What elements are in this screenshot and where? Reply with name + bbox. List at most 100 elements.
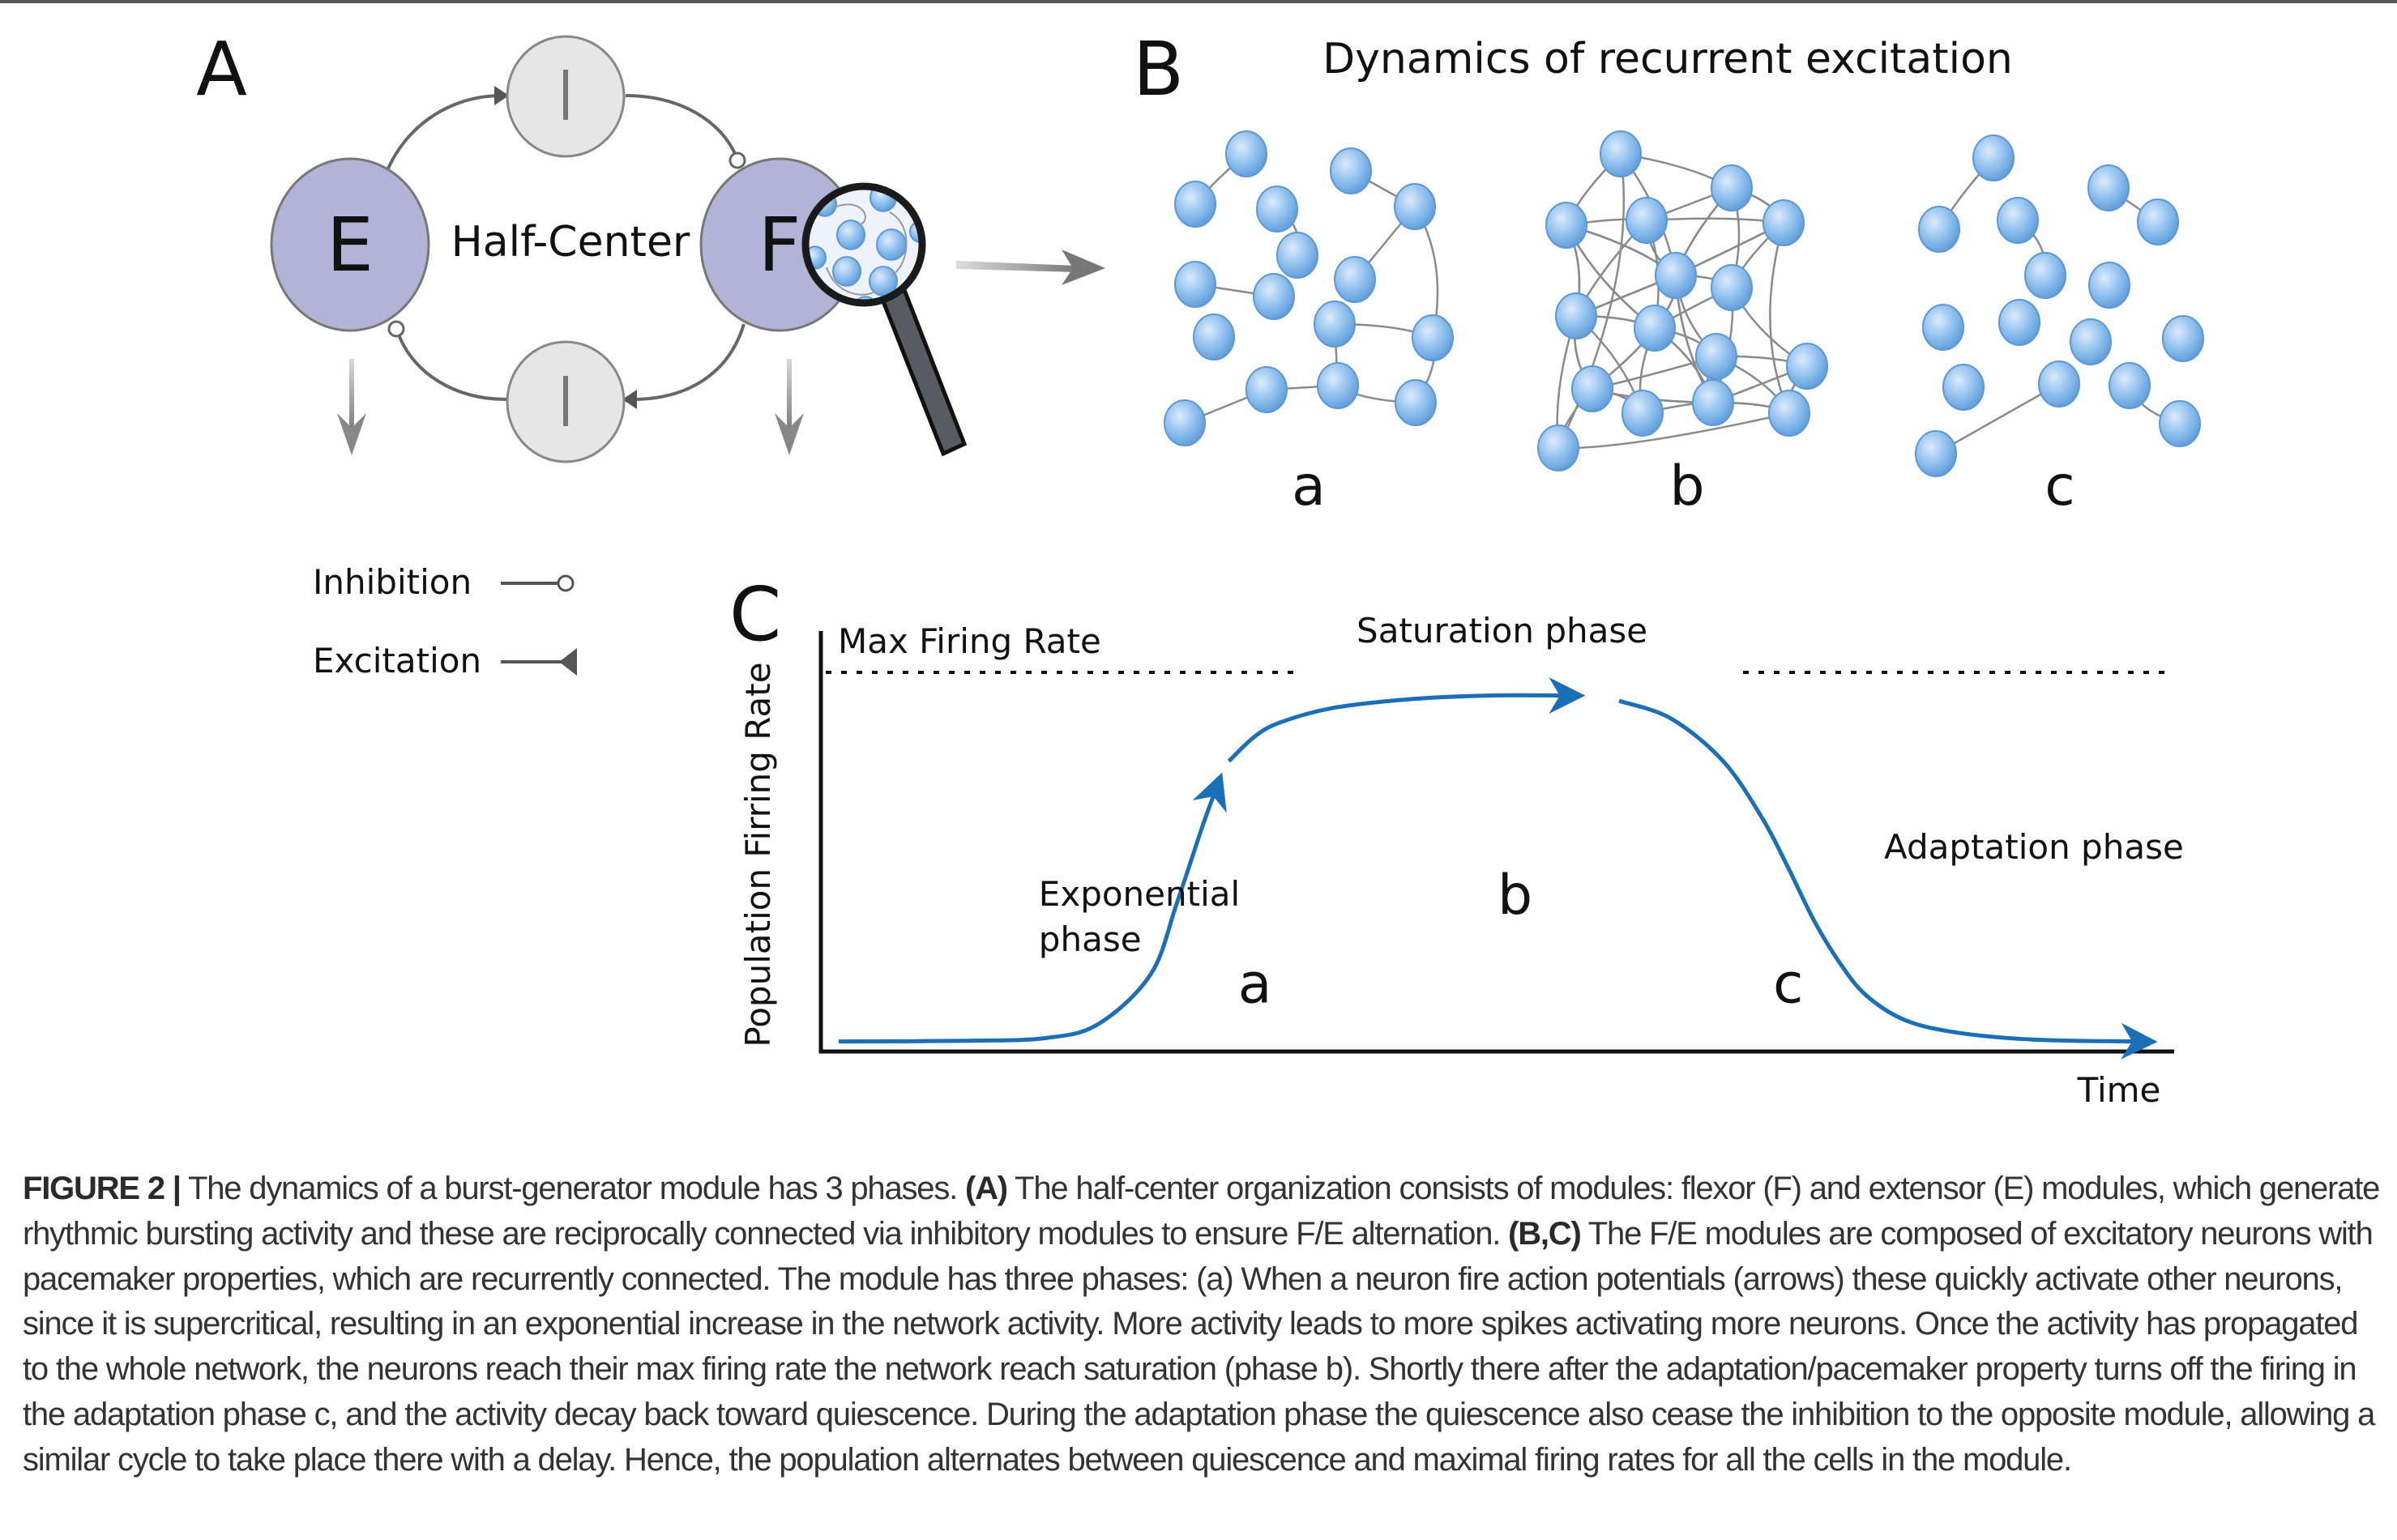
zoom-arrow [956, 250, 1105, 285]
caption-panel-ref: (A) [964, 1171, 1008, 1206]
legend: Inhibition Excitation [313, 562, 577, 680]
legend-inhibition-label: Inhibition [313, 562, 472, 602]
neuron [1915, 430, 1957, 477]
neuron [1768, 390, 1810, 437]
network-c-label: c [2044, 454, 2074, 518]
neuron [1634, 305, 1676, 352]
connection-f-to-bottom-i [631, 323, 746, 401]
curve-saturation-segment [1227, 677, 1586, 763]
neuron [1394, 183, 1436, 230]
lens-neuron [876, 228, 907, 261]
neuron [2137, 198, 2179, 245]
extensor-module [270, 157, 430, 332]
connection-top-i-to-f [625, 94, 737, 156]
neuron [2070, 318, 2112, 365]
top-border [0, 0, 2397, 3]
neuron [1997, 197, 2039, 244]
half-center-circuit: E F Half-Center [270, 35, 1105, 463]
neuron [1314, 301, 1356, 348]
neuron [1692, 379, 1734, 426]
neuron [1193, 314, 1235, 360]
annotation-saturation-phase: Saturation phase [1357, 611, 1647, 651]
network-b [1537, 130, 1828, 471]
inhibition-terminal-bottom [387, 320, 405, 338]
figure-canvas: A E F Half-Center [196, 26, 2204, 1110]
flexor-label: F [758, 202, 801, 288]
lens-neuron [832, 256, 861, 287]
caption-text: The dynamics of a burst-generator module… [180, 1171, 965, 1206]
magnifier-icon [801, 182, 968, 457]
neuron [1711, 264, 1753, 311]
neuron [2038, 360, 2080, 407]
neuron [2088, 262, 2130, 309]
neuron [1174, 261, 1216, 308]
figure-number: FIGURE 2 | [23, 1171, 182, 1206]
neuron [1256, 186, 1298, 232]
neuron [1174, 181, 1216, 228]
neuron [1626, 197, 1668, 244]
neuron [1412, 314, 1454, 361]
caption-panel-ref: (B,C) [1508, 1215, 1582, 1252]
synapse-arrow [1769, 222, 1791, 416]
annotation-b: b [1498, 864, 1532, 928]
connection-bottom-i-to-e [397, 334, 507, 401]
neuron [1164, 399, 1206, 446]
neuron [1600, 130, 1642, 177]
neuron [1334, 256, 1376, 303]
half-center-label: Half-Center [451, 218, 690, 267]
neuron [2162, 315, 2204, 362]
neuron [1942, 364, 1985, 411]
annotation-c: c [1773, 952, 1803, 1016]
curve-exponential-segment [838, 772, 1227, 1044]
synapse-arrow [1557, 410, 1792, 450]
neuron [1918, 206, 1960, 253]
x-axis-label: Time [2077, 1070, 2161, 1110]
panel-label-c: C [729, 571, 781, 658]
lens-neuron [869, 266, 898, 296]
neuron [1711, 164, 1753, 211]
neuron [2159, 400, 2201, 447]
neuron [1998, 299, 2040, 346]
neuron [1972, 134, 2015, 181]
neuron [1330, 147, 1372, 194]
y-axis-label: Population Firring Rate [738, 662, 778, 1047]
network-c [1915, 134, 2204, 477]
excitation-terminal-top [494, 86, 509, 105]
inhibition-symbol-icon [557, 574, 575, 592]
panel-label-b: B [1133, 26, 1184, 113]
neuron [1395, 379, 1437, 426]
neuron [1695, 333, 1737, 380]
network-a-label: a [1292, 454, 1326, 518]
annotation-a: a [1238, 952, 1272, 1016]
neuron [1655, 252, 1697, 299]
neuron [1555, 292, 1597, 339]
neuron [2109, 362, 2151, 409]
neuron [1537, 424, 1579, 471]
neuron [1786, 343, 1828, 390]
neuron [1571, 365, 1613, 412]
lens-neuron [852, 296, 878, 300]
flexor-output-arrow [775, 359, 804, 455]
neuron [1253, 273, 1295, 320]
extensor-label: E [327, 202, 374, 288]
neuron [1317, 362, 1359, 409]
extensor-output-arrow [337, 359, 366, 455]
neuron [1246, 366, 1288, 413]
neuron [1922, 304, 1964, 351]
neuron [1762, 199, 1805, 246]
figure-caption: FIGURE 2 | The dynamics of a burst-gener… [23, 1167, 2381, 1483]
lens-neuron [836, 220, 865, 250]
excitation-symbol-icon [559, 648, 577, 676]
neuron [2087, 164, 2130, 211]
neuron [1622, 390, 1664, 437]
network-b-label: b [1669, 454, 1704, 518]
annotation-adaptation-phase: Adaptation phase [1884, 827, 2184, 867]
max-rate-label: Max Firing Rate [838, 621, 1101, 661]
curve-adaptation-segment [1618, 698, 2158, 1060]
neuron [1545, 202, 1587, 249]
excitation-terminal-bottom [622, 390, 637, 409]
panel-b-title: Dynamics of recurrent excitation [1322, 35, 2013, 83]
firing-rate-chart: Population Firring Rate Time Max Firing … [738, 611, 2184, 1110]
neuron [1276, 232, 1318, 279]
